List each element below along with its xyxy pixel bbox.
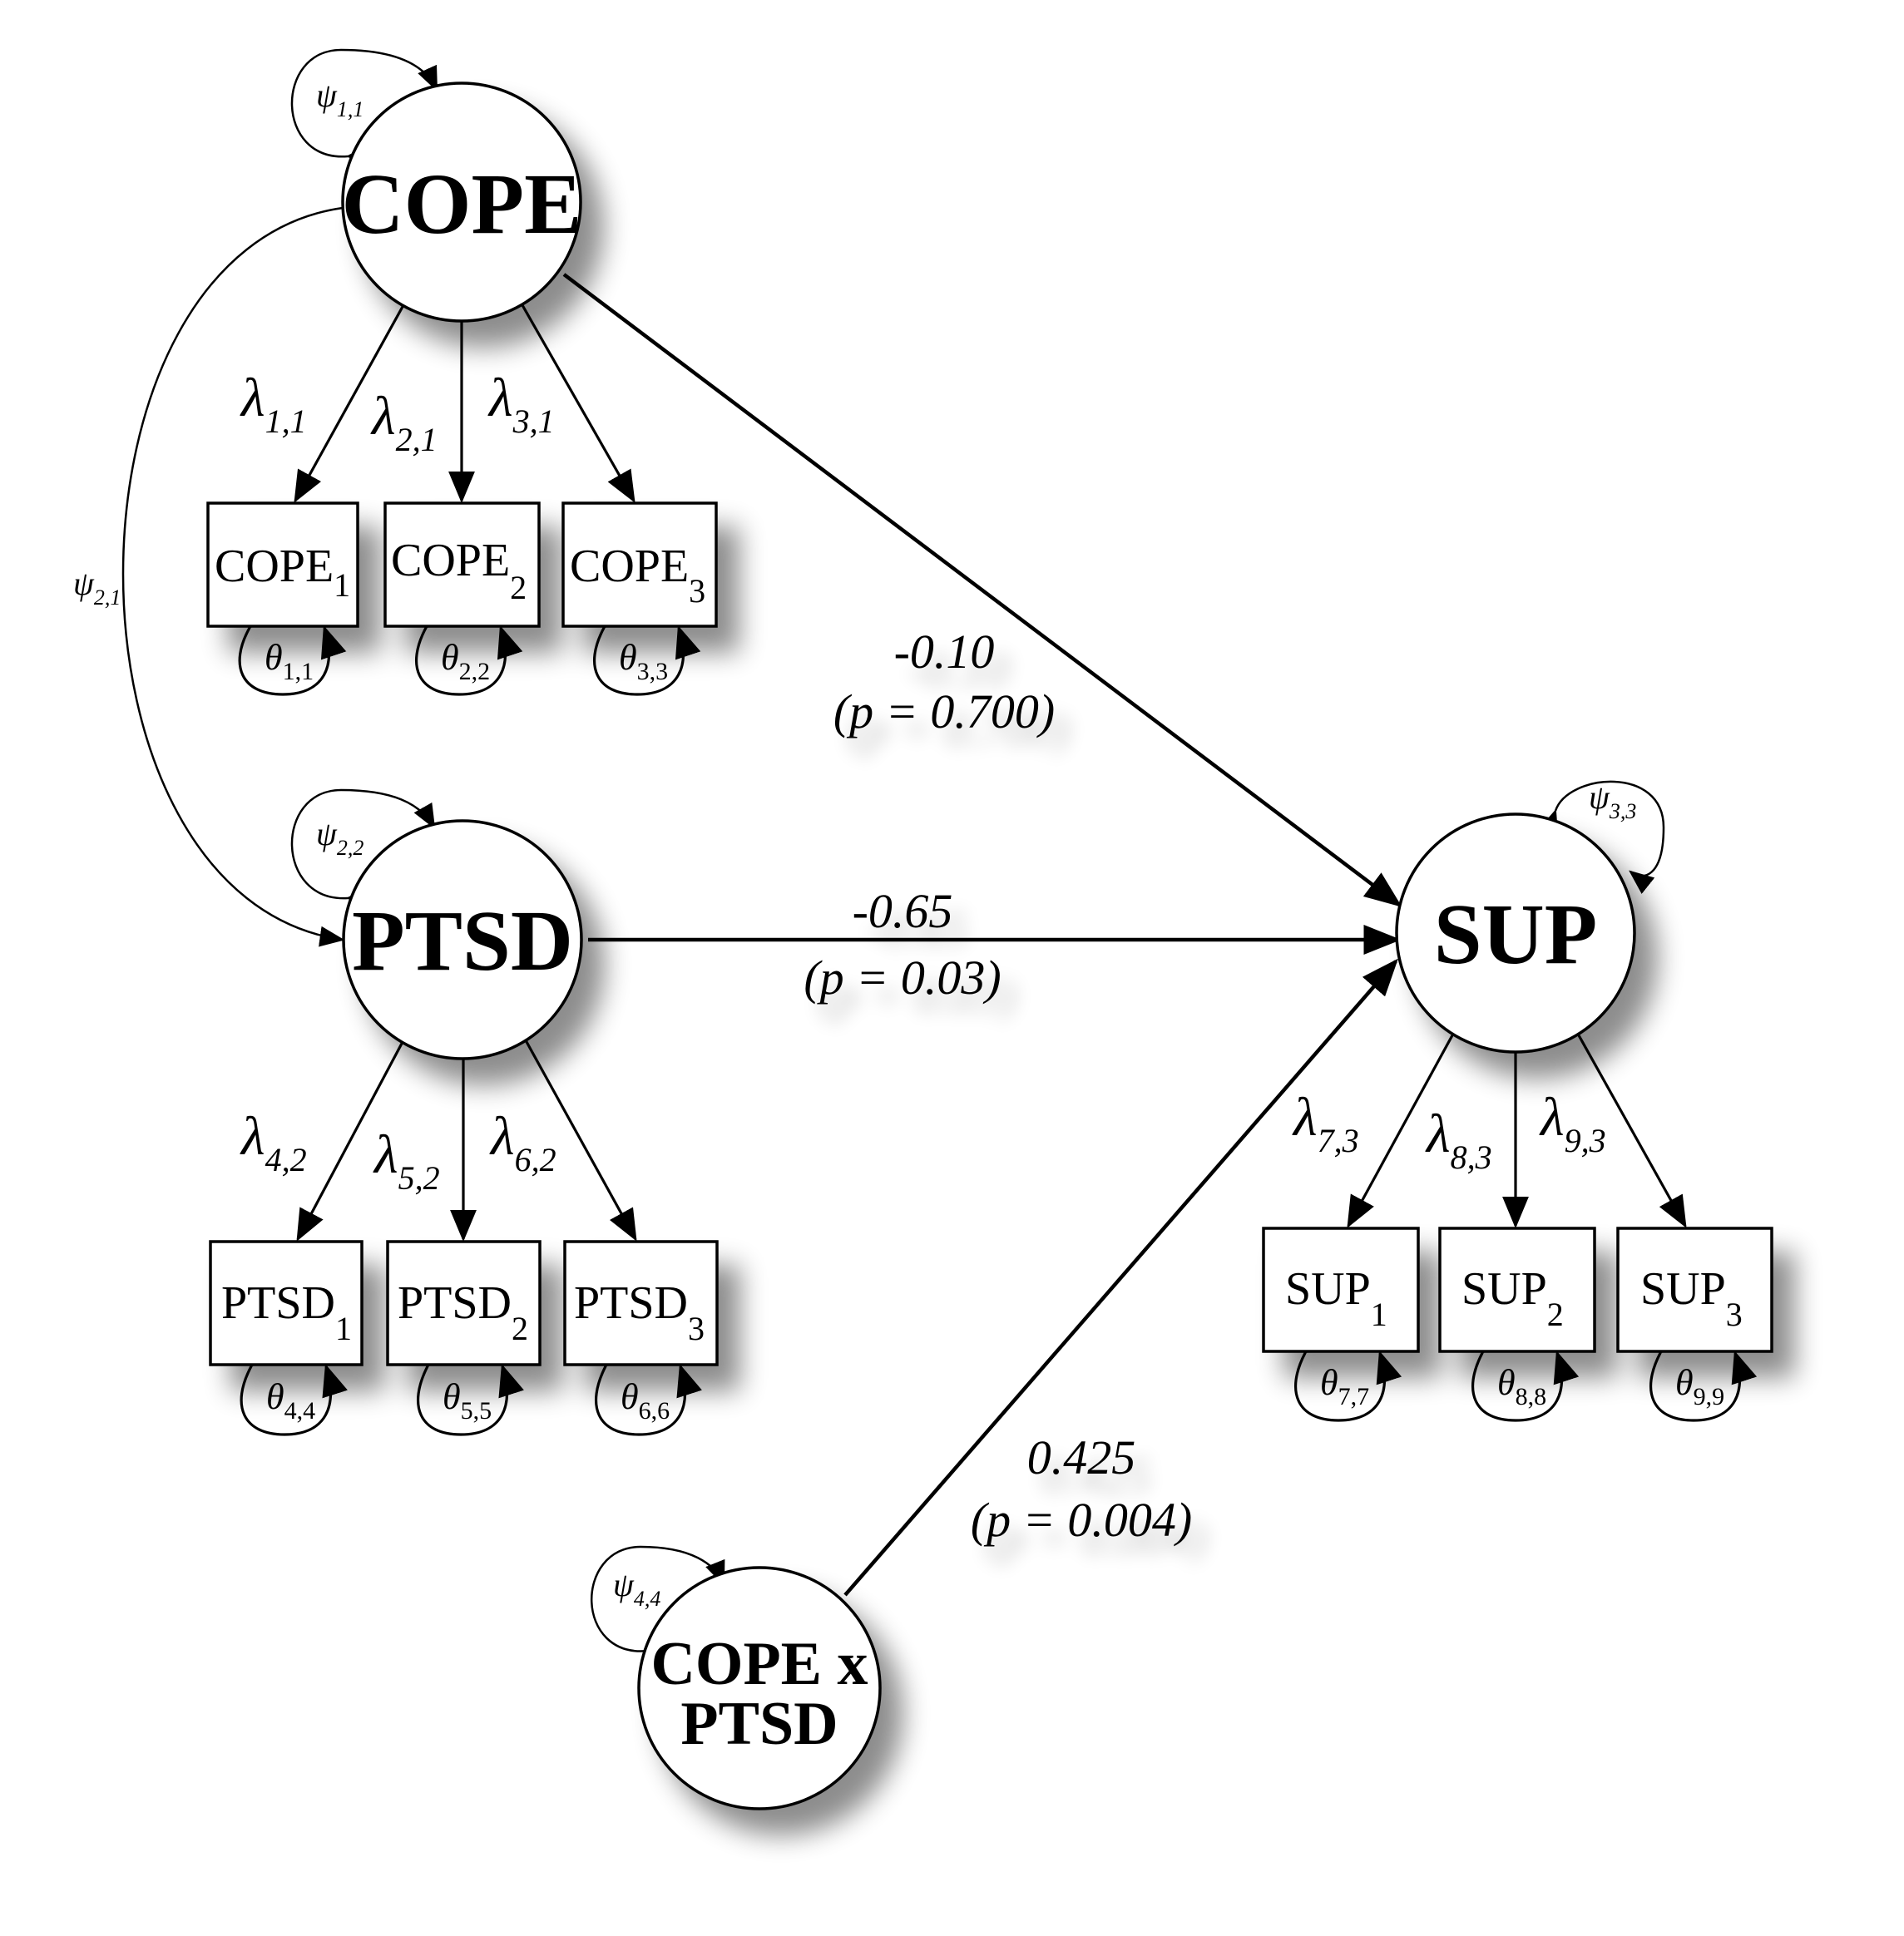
variance-loop-sup (1538, 780, 1665, 894)
latent-cope-circle (341, 81, 582, 323)
variance-loop-cope (290, 48, 438, 165)
latent-ptsd-label: PTSD (352, 893, 573, 989)
indicator-ptsd2-label: PTSD2 (398, 1277, 528, 1347)
indicator-cope1-box (206, 501, 359, 628)
indicator-sup1-label: SUP1 (1285, 1263, 1387, 1333)
loading-label-1-1: λ1,1 (240, 368, 307, 440)
loading-label-8-3: λ8,3 (1425, 1104, 1492, 1176)
loading-label-7-3: λ7,3 (1292, 1087, 1359, 1159)
path-ptsd-sup-estimate: -0.65 (853, 884, 953, 938)
loading-label-3-1: λ3,1 (487, 368, 555, 440)
loading-label-9-3: λ9,3 (1539, 1087, 1606, 1159)
latent-interaction-label-1: COPE x (650, 1630, 868, 1698)
indicator-ptsd3-box (563, 1240, 719, 1366)
loading-arrow-6-2 (524, 1040, 637, 1242)
indicator-cope2-label: COPE2 (391, 535, 527, 606)
latent-cope-label: COPE (342, 156, 582, 252)
indicator-sup3-box (1616, 1227, 1773, 1353)
variance-label-4-4: ψ4,4 (613, 1566, 660, 1611)
variance-loop-ptsd (290, 788, 436, 907)
error-label-9-9: θ9,9 (1675, 1362, 1724, 1410)
loading-arrow-3-1 (521, 304, 635, 503)
error-label-6-6: θ6,6 (621, 1376, 670, 1425)
indicator-cope1-label: COPE1 (215, 541, 350, 604)
error-label-7-7: θ7,7 (1320, 1362, 1369, 1410)
latent-interaction-circle (637, 1566, 882, 1810)
path-interaction-sup-estimate: 0.425 (1027, 1430, 1136, 1484)
error-label-2-2: θ2,2 (441, 637, 490, 685)
covariance-cope-ptsd (121, 194, 368, 947)
error-label-8-8: θ8,8 (1497, 1362, 1546, 1410)
variance-label-1-1: ψ1,1 (316, 77, 363, 121)
loading-arrow-7-3 (1347, 1035, 1454, 1228)
path-cope-sup (562, 273, 1402, 907)
indicator-cope3-box (561, 501, 718, 628)
error-label-1-1: θ1,1 (265, 637, 314, 685)
indicator-sup2-box (1438, 1227, 1596, 1353)
variance-loop-interaction (591, 1545, 725, 1659)
path-interaction-sup (843, 958, 1398, 1597)
indicator-ptsd1-box (209, 1240, 363, 1366)
error-loops (238, 595, 1758, 1436)
indicator-ptsd3-label: PTSD3 (574, 1277, 705, 1347)
variance-label-3-3: ψ3,3 (1589, 778, 1636, 823)
indicator-cope2-box (383, 501, 541, 628)
indicator-sup2-label: SUP2 (1461, 1263, 1564, 1333)
latent-interaction-label-2: PTSD (680, 1690, 838, 1758)
latent-sup-circle (1395, 812, 1636, 1054)
path-interaction-sup-pvalue: (p = 0.004) (971, 1493, 1192, 1547)
path-ptsd-sup-pvalue: (p = 0.03) (804, 951, 1001, 1005)
variance-label-2-2: ψ2,2 (316, 815, 363, 860)
latent-sup-label: SUP (1434, 887, 1597, 982)
indicator-sup1-box (1262, 1227, 1420, 1353)
latent-ptsd-circle (342, 819, 583, 1060)
loading-label-5-2: λ5,2 (373, 1124, 440, 1197)
error-label-3-3: θ3,3 (619, 637, 668, 685)
indicator-sup3-label: SUP3 (1640, 1263, 1743, 1333)
indicator-cope3-label: COPE3 (570, 541, 705, 610)
loading-label-2-1: λ2,1 (370, 386, 438, 458)
loading-label-6-2: λ6,2 (489, 1106, 556, 1178)
indicator-ptsd2-box (386, 1240, 542, 1366)
path-cope-sup-pvalue: (p = 0.700) (833, 684, 1055, 738)
variance-label-2-1: ψ2,1 (73, 565, 121, 610)
loading-label-4-2: λ4,2 (240, 1106, 307, 1178)
path-cope-sup-estimate: -0.10 (894, 625, 995, 679)
loading-arrow-4-2 (296, 1040, 405, 1242)
loading-arrow-1-1 (294, 304, 405, 503)
loading-arrow-9-3 (1577, 1035, 1687, 1228)
error-label-4-4: θ4,4 (266, 1376, 315, 1425)
indicator-ptsd1-label: PTSD1 (221, 1277, 352, 1347)
error-label-5-5: θ5,5 (443, 1376, 492, 1425)
